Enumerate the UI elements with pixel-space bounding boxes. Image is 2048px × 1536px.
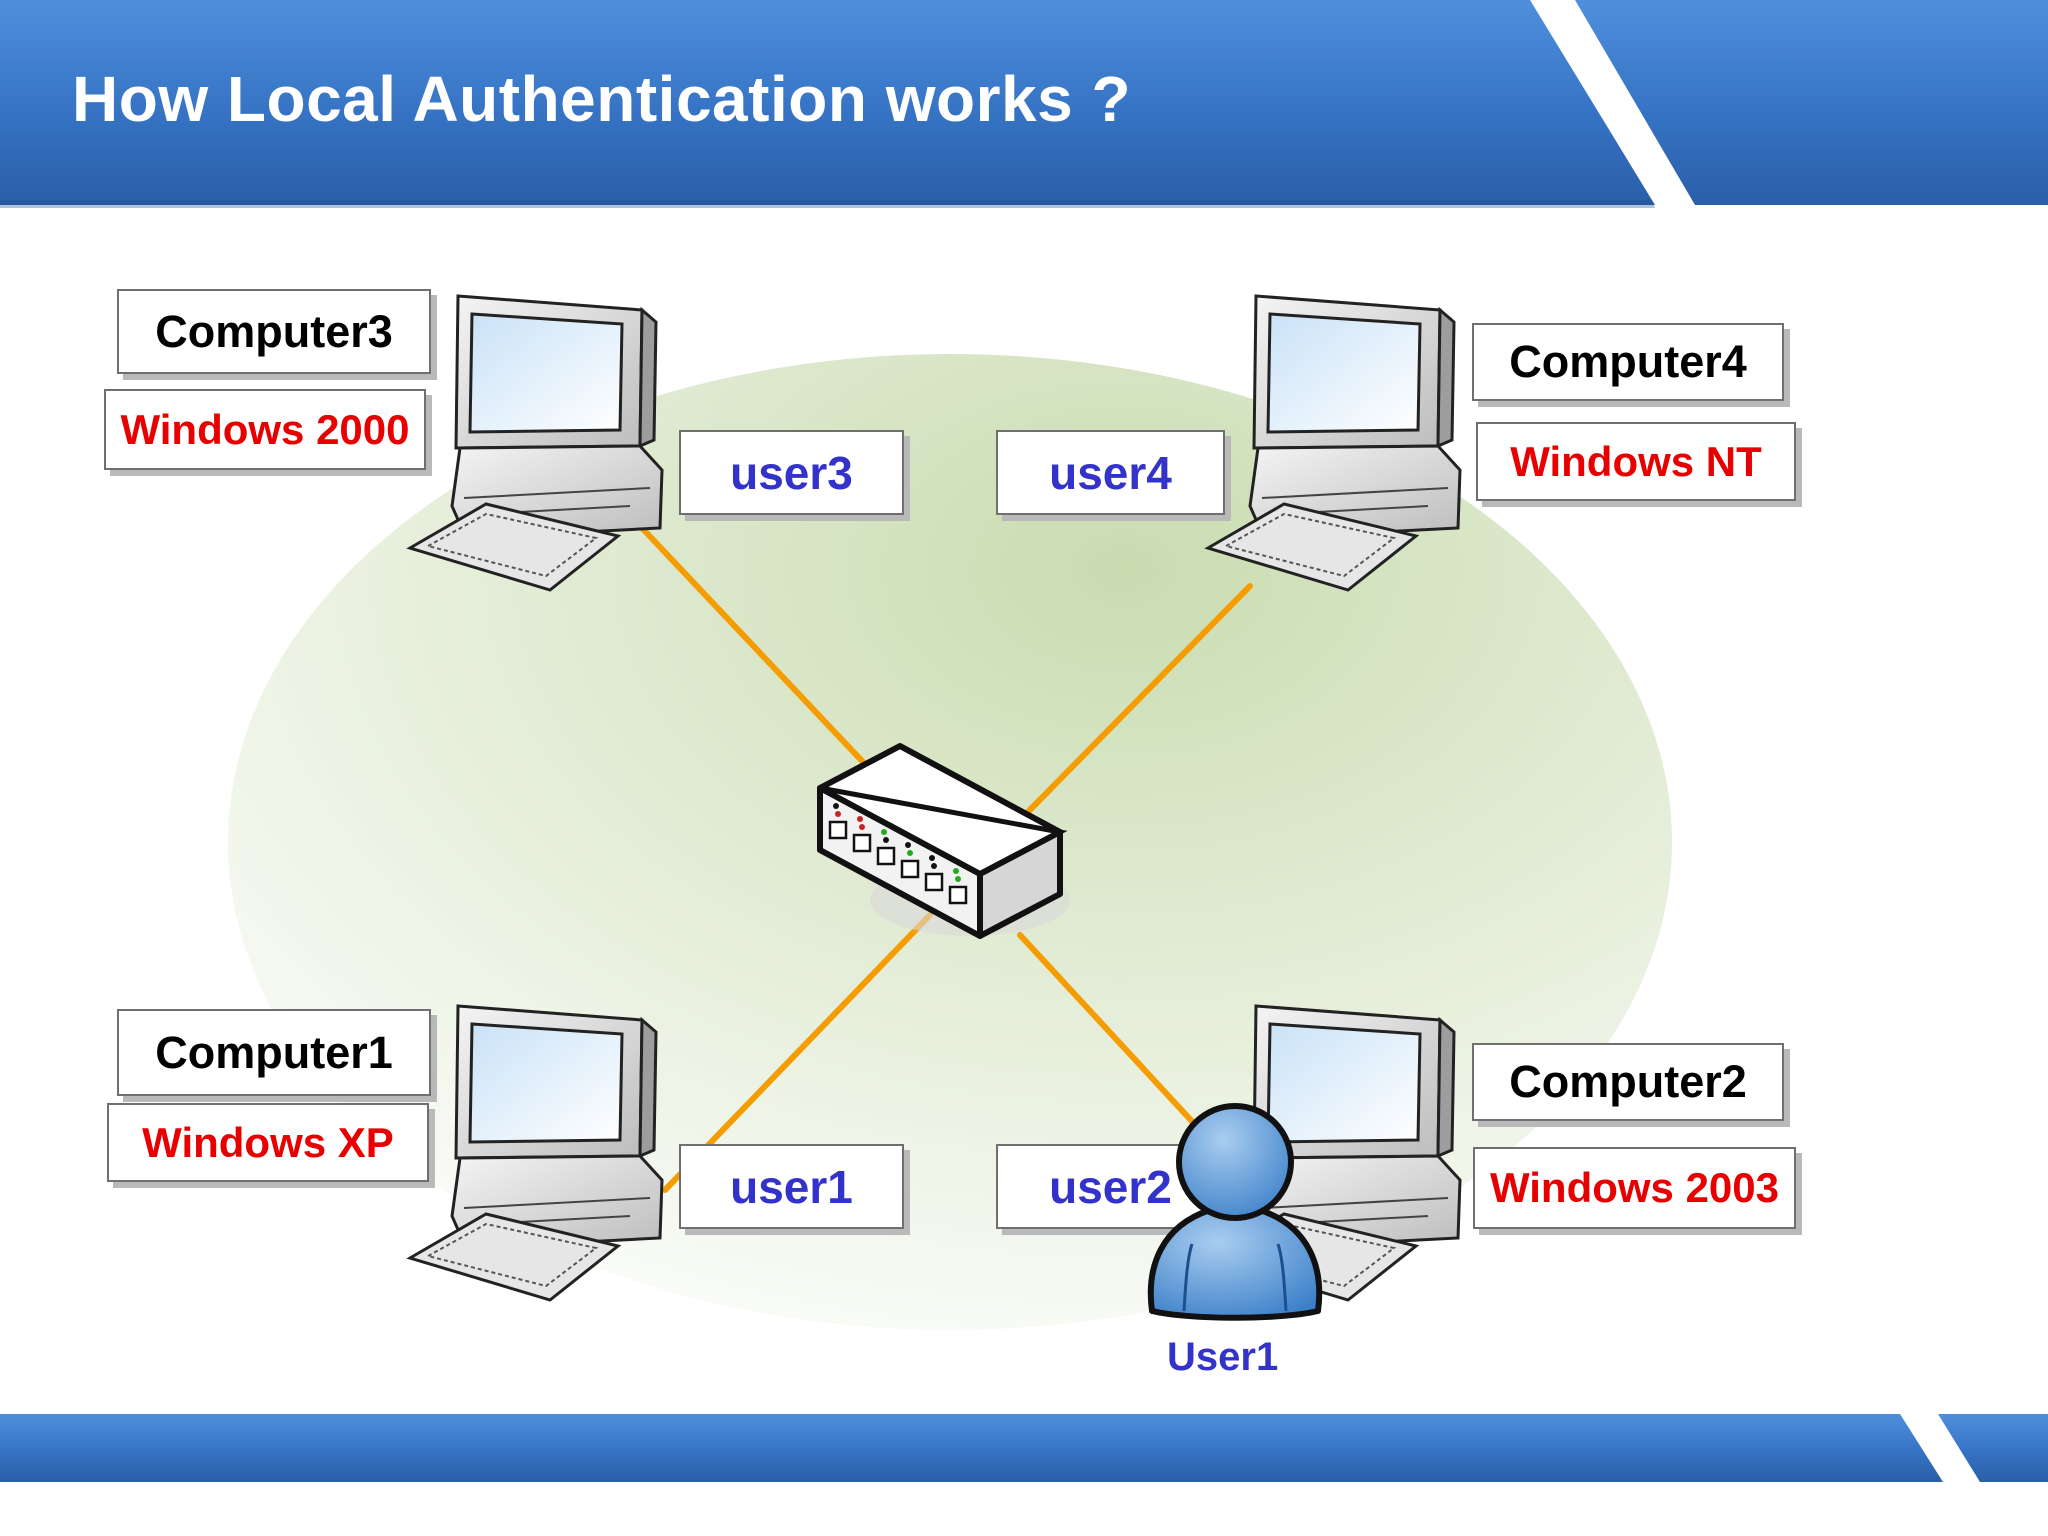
computer3-os-label: Windows 2000 [104,389,426,470]
link-computer4 [1017,583,1253,823]
slide-title: How Local Authentication works ? [72,63,1132,135]
computer4-desktop-icon [1204,294,1462,592]
link-computer2 [1017,932,1203,1133]
network-switch-icon [817,743,1070,939]
computer4-os-label: Windows NT [1476,422,1796,501]
computer1-os-label: Windows XP [107,1103,429,1182]
computer1-name-label: Computer1 [117,1009,431,1096]
computer1-user-label: user1 [679,1144,904,1229]
footer-band [0,1414,2048,1482]
computer2-name-label: Computer2 [1472,1043,1784,1121]
computer1-desktop-icon [406,1004,664,1302]
computer3-name-label: Computer3 [117,289,431,374]
header-band [0,0,2048,208]
user1-caption: User1 [1167,1335,1279,1379]
computer3-user-label: user3 [679,430,904,515]
computer2-desktop-icon [1204,1004,1462,1302]
computer3-desktop-icon [406,294,664,592]
computer4-user-label: user4 [996,430,1225,515]
computer2-os-label: Windows 2003 [1473,1147,1796,1229]
computer4-name-label: Computer4 [1472,323,1784,401]
link-computer3 [639,525,883,783]
user-person-icon [1147,1103,1323,1321]
